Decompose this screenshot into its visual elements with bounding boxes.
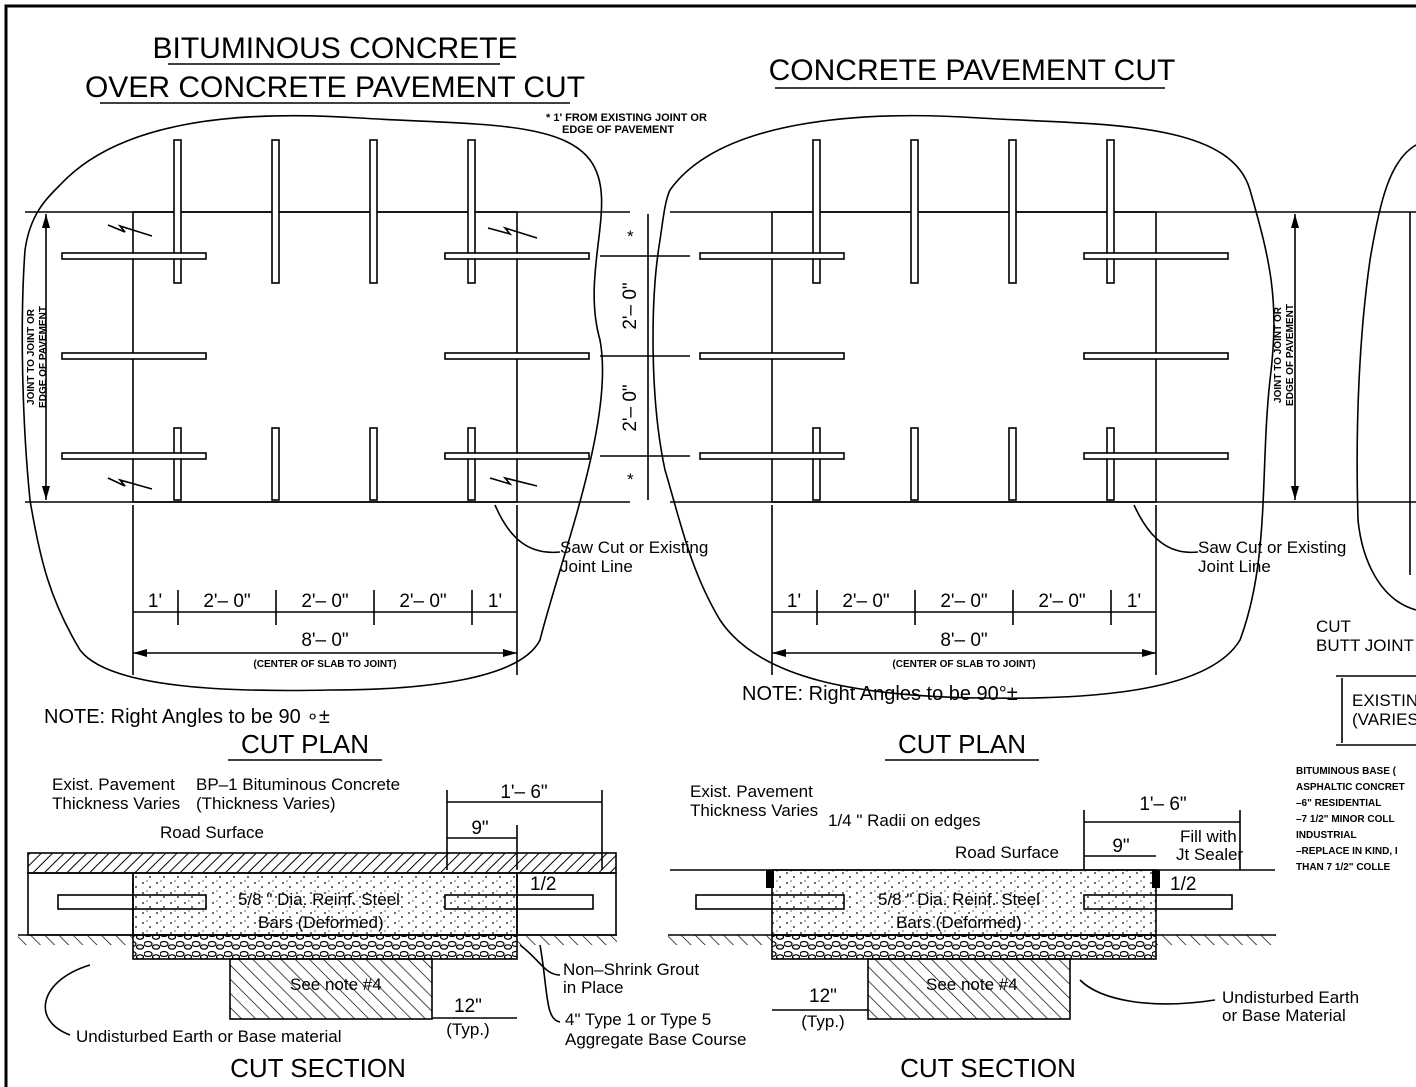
right-sec-9in: 9" xyxy=(1112,836,1129,857)
left-bituminous-layer xyxy=(27,852,617,874)
right-sec-road: Road Surface xyxy=(955,843,1059,862)
left-sec-exist-2: Thickness Varies xyxy=(52,794,180,813)
left-dim-1ft-b: 1' xyxy=(488,591,502,612)
far-right-detail: CUT BUTT JOINT EXISTING P (VARIES IN BIT… xyxy=(1296,144,1416,873)
right-sec-earth-2: or Base Material xyxy=(1222,1006,1346,1025)
left-dim-2ft-a: 2'– 0" xyxy=(203,591,250,612)
right-sec-12: 12" xyxy=(809,986,837,1007)
far-right-bit-4: –7 1/2" MINOR COLL xyxy=(1296,814,1395,825)
right-sec-1ft6: 1'– 6" xyxy=(1139,794,1186,815)
left-saw-cut-1: Saw Cut or Existing xyxy=(560,538,708,557)
left-side-label-2: EDGE OF PAVEMENT xyxy=(38,306,49,408)
right-concrete-slab-section xyxy=(771,869,1157,936)
left-sec-bars: Bars (Deformed) xyxy=(258,913,384,932)
left-saw-cut-2: Joint Line xyxy=(560,557,633,576)
left-detail: BITUMINOUS CONCRETE OVER CONCRETE PAVEME… xyxy=(18,32,746,1083)
far-right-cut-1: CUT xyxy=(1316,617,1351,636)
left-sec-bp1-1: BP–1 Bituminous Concrete xyxy=(196,775,400,794)
far-right-cut-2: BUTT JOINT xyxy=(1316,636,1414,655)
right-sec-exist-2: Thickness Varies xyxy=(690,801,818,820)
right-saw-cut-1: Saw Cut or Existing xyxy=(1198,538,1346,557)
left-star-b: * xyxy=(627,470,634,489)
right-dim-1ft-a: 1' xyxy=(787,591,801,612)
left-sec-agg-1: 4" Type 1 or Type 5 xyxy=(565,1010,711,1029)
right-dim-2ft-c: 2'– 0" xyxy=(1038,591,1085,612)
far-right-bit-2: ASPHALTIC CONCRET xyxy=(1296,782,1405,793)
left-sec-grout-2: in Place xyxy=(563,978,623,997)
left-dim-8ft-note: (CENTER OF SLAB TO JOINT) xyxy=(253,659,396,670)
left-title-line2: OVER CONCRETE PAVEMENT CUT xyxy=(85,71,585,104)
right-dim-2ft-a: 2'– 0" xyxy=(842,591,889,612)
right-sec-earth-1: Undisturbed Earth xyxy=(1222,988,1359,1007)
left-note: NOTE: Right Angles to be 90 ∘± xyxy=(44,706,330,728)
right-sec-fill-2: Jt Sealer xyxy=(1176,845,1243,864)
left-cut-outline xyxy=(21,114,604,692)
left-concrete-slab-section xyxy=(132,872,518,936)
left-sec-note4: See note #4 xyxy=(290,975,382,994)
left-sec-9in: 9" xyxy=(471,818,488,839)
right-dim-8ft-note: (CENTER OF SLAB TO JOINT) xyxy=(892,659,1035,670)
left-star-note-1: * 1' FROM EXISTING JOINT OR xyxy=(546,112,707,124)
right-side-label-2: EDGE OF PAVEMENT xyxy=(1285,304,1296,406)
left-sec-steel: 5/8 " Dia. Reinf. Steel xyxy=(238,890,400,909)
right-dim-1ft-b: 1' xyxy=(1127,591,1141,612)
left-sec-exist-1: Exist. Pavement xyxy=(52,775,175,794)
left-sec-typ: (Typ.) xyxy=(446,1020,489,1039)
right-section-label: CUT SECTION xyxy=(900,1053,1076,1083)
left-sec-12: 12" xyxy=(454,996,482,1017)
left-side-label-1: JOINT TO JOINT OR xyxy=(26,308,37,405)
left-section-label: CUT SECTION xyxy=(230,1053,406,1083)
left-dim-1ft-a: 1' xyxy=(148,591,162,612)
right-saw-cut-2: Joint Line xyxy=(1198,557,1271,576)
right-dim-2ft-b: 2'– 0" xyxy=(940,591,987,612)
left-sec-earth: Undisturbed Earth or Base material xyxy=(76,1027,342,1046)
left-sec-grout-1: Non–Shrink Grout xyxy=(563,960,699,979)
far-right-bit-6: –REPLACE IN KIND, I xyxy=(1296,846,1398,857)
far-right-existing-2: (VARIES IN xyxy=(1352,710,1416,729)
right-sec-note4: See note #4 xyxy=(926,975,1018,994)
far-right-bit-3: –6" RESIDENTIAL xyxy=(1296,798,1381,809)
far-right-bit-7: THAN 7 1/2" COLLE xyxy=(1296,862,1391,873)
right-cut-outline xyxy=(652,114,1275,700)
far-right-bit-5: INDUSTRIAL xyxy=(1296,830,1357,841)
left-plan-label: CUT PLAN xyxy=(241,729,369,759)
right-detail: CONCRETE PAVEMENT CUT JOINT TO JOINT OR … xyxy=(652,54,1416,1083)
left-dim-2ft-b: 2'– 0" xyxy=(301,591,348,612)
right-sec-fill-1: Fill with xyxy=(1180,827,1237,846)
right-side-label-1: JOINT TO JOINT OR xyxy=(1273,306,1284,403)
right-dim-8ft: 8'– 0" xyxy=(940,630,987,651)
left-vert-dim-b: 2'– 0" xyxy=(620,384,641,431)
left-title-line1: BITUMINOUS CONCRETE xyxy=(152,32,517,65)
drawing-border xyxy=(4,4,1416,1087)
left-sec-agg-2: Aggregate Base Course xyxy=(565,1030,746,1049)
right-sec-exist-1: Exist. Pavement xyxy=(690,782,813,801)
far-right-bit-1: BITUMINOUS BASE ( xyxy=(1296,766,1397,777)
left-dim-2ft-c: 2'– 0" xyxy=(399,591,446,612)
left-sec-road: Road Surface xyxy=(160,823,264,842)
left-sec-half: 1/2 xyxy=(530,874,556,895)
right-plan-label: CUT PLAN xyxy=(898,729,1026,759)
left-sec-1ft6: 1'– 6" xyxy=(500,782,547,803)
left-vert-dim-a: 2'– 0" xyxy=(620,282,641,329)
right-aggregate-base xyxy=(771,934,1157,960)
right-note: NOTE: Right Angles to be 90°± xyxy=(742,683,1018,705)
left-star-note-2: EDGE OF PAVEMENT xyxy=(562,124,674,136)
right-sec-radii: 1/4 " Radii on edges xyxy=(828,811,981,830)
right-sec-half: 1/2 xyxy=(1170,874,1196,895)
right-sec-typ: (Typ.) xyxy=(801,1012,844,1031)
left-sec-bp1-2: (Thickness Varies) xyxy=(196,794,336,813)
left-dim-8ft: 8'– 0" xyxy=(301,630,348,651)
left-star-a: * xyxy=(627,227,634,246)
right-sec-steel: 5/8 " Dia. Reinf. Steel xyxy=(878,890,1040,909)
right-sec-bars: Bars (Deformed) xyxy=(896,913,1022,932)
right-title: CONCRETE PAVEMENT CUT xyxy=(769,54,1176,87)
far-right-existing-1: EXISTING P xyxy=(1352,691,1416,710)
left-aggregate-base xyxy=(132,934,518,960)
